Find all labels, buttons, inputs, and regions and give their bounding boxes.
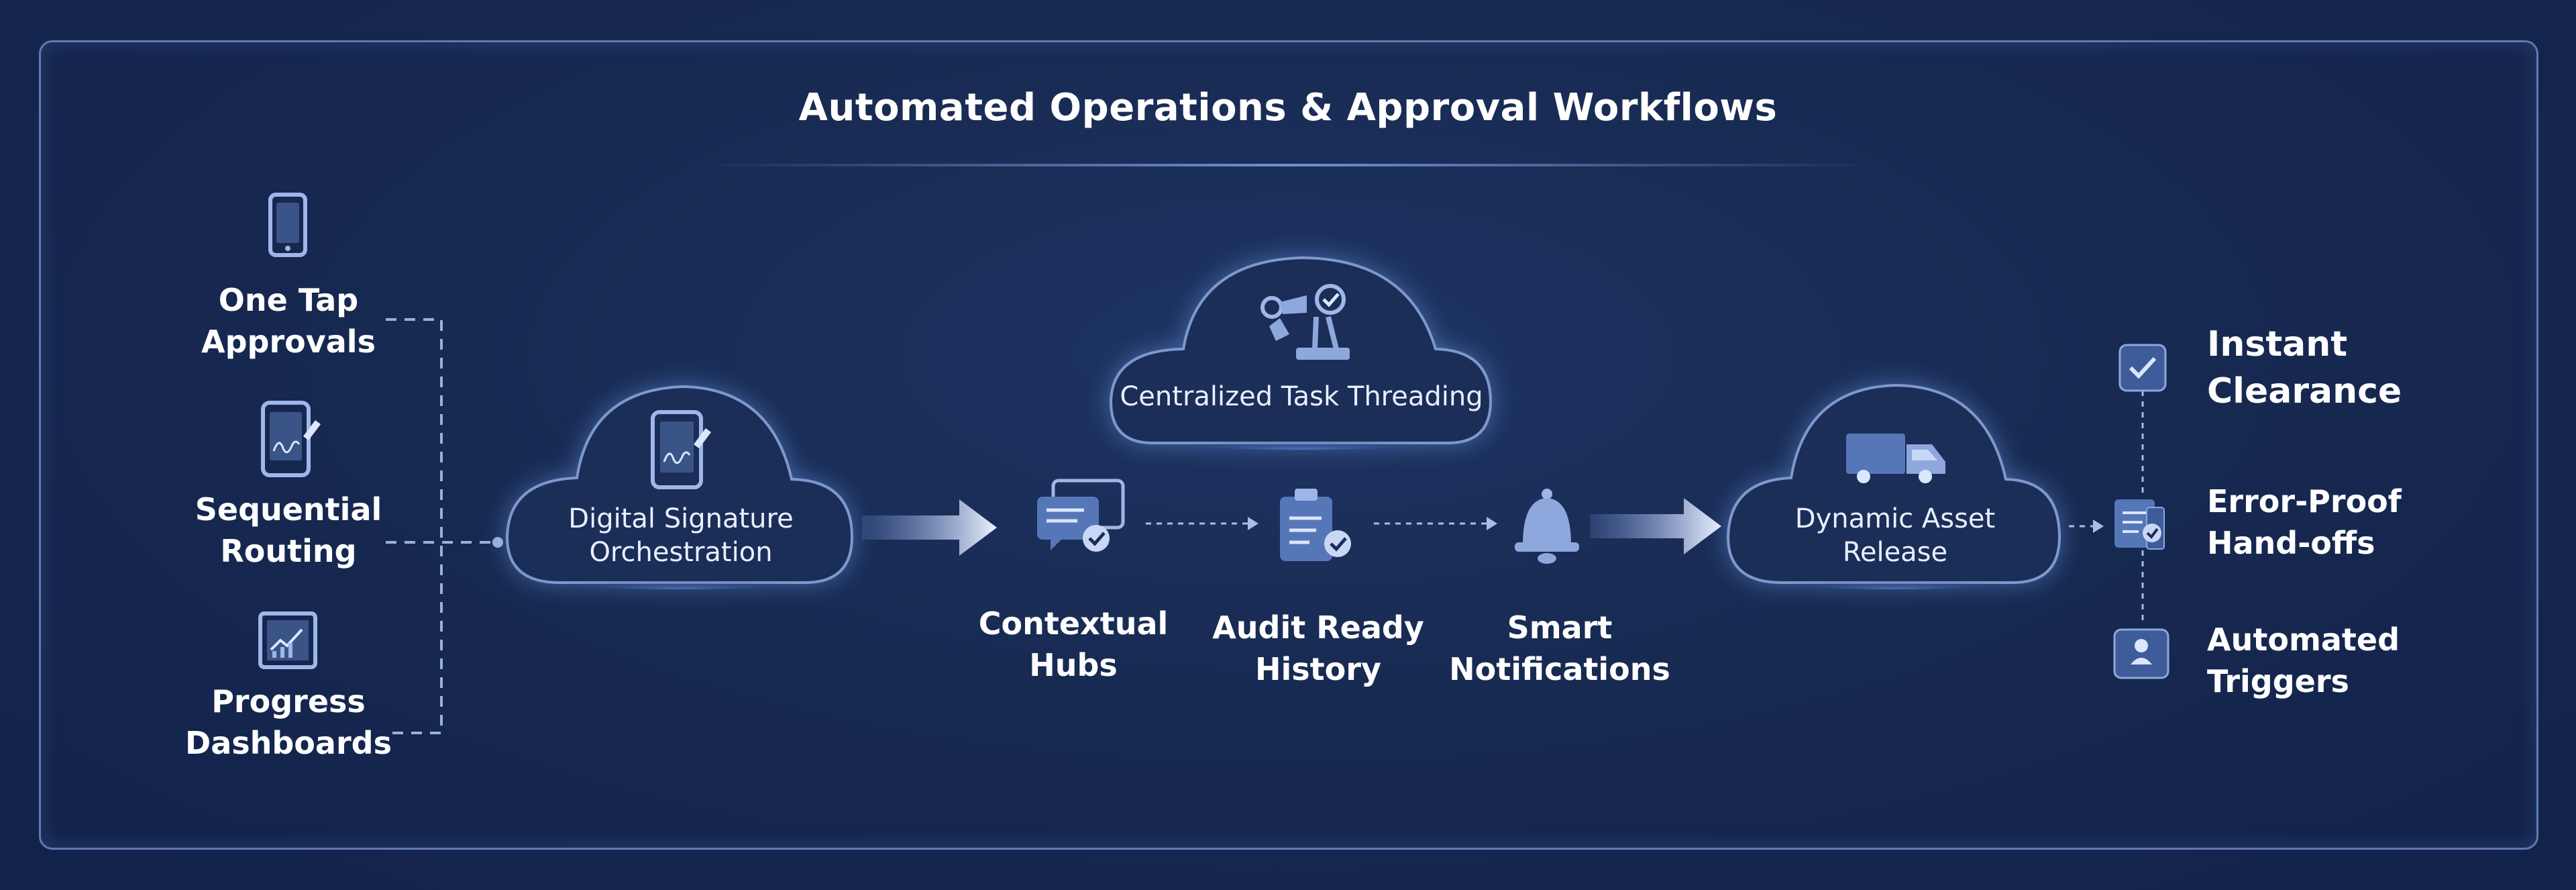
checkbox-icon — [2118, 344, 2167, 392]
asset-release-cloud-label: Dynamic Asset Release — [1744, 502, 2046, 569]
diagram-title: Automated Operations & Approval Workflow… — [798, 86, 1778, 130]
smart-notifications-label: Smart Notifications — [1442, 607, 1677, 690]
automated-triggers-line2: Triggers — [2207, 663, 2349, 699]
contextual-hubs-line2: Hubs — [1029, 647, 1118, 683]
right-connector — [2069, 391, 2144, 624]
digital-signature-cloud-label: Digital Signature Orchestration — [530, 502, 832, 569]
one-tap-approvals-line1: One Tap — [218, 282, 359, 318]
digital-signature-line2: Orchestration — [589, 537, 773, 568]
instant-clearance-line2: Clearance — [2207, 371, 2402, 411]
flow-arrow-1 — [862, 499, 997, 556]
sequential-routing-line1: Sequential — [195, 491, 382, 528]
document-check-icon — [2114, 499, 2165, 550]
left-bracket-connector — [386, 318, 503, 734]
asset-release-line1: Dynamic Asset — [1794, 503, 1996, 534]
task-threading-cloud-label: Centralized Task Threading — [1120, 381, 1483, 412]
progress-dashboards-line1: Progress — [211, 683, 366, 720]
user-badge-icon — [2113, 628, 2169, 679]
error-proof-handoffs-label: Error-Proof Hand-offs — [2207, 481, 2489, 564]
asset-release-line2: Release — [1842, 537, 1948, 568]
instant-clearance-label: Instant Clearance — [2207, 321, 2489, 415]
smart-notifications-line1: Smart — [1507, 609, 1613, 646]
sequential-routing-line2: Routing — [220, 533, 357, 569]
smart-notifications-line2: Notifications — [1449, 651, 1670, 687]
progress-dashboards-line2: Dashboards — [185, 725, 392, 761]
flow-arrow-2 — [1590, 498, 1721, 554]
title-divider — [698, 164, 1878, 166]
one-tap-approvals-line2: Approvals — [201, 324, 376, 360]
delivery-truck-icon — [1846, 434, 1945, 483]
audit-ready-history-line2: History — [1255, 651, 1381, 687]
automated-triggers-label: Automated Triggers — [2207, 619, 2489, 702]
contextual-hubs-label: Contextual Hubs — [966, 603, 1181, 686]
error-proof-handoffs-line1: Error-Proof — [2207, 483, 2402, 520]
dotted-connector-1 — [1146, 517, 1258, 530]
smartphone-icon — [268, 193, 307, 257]
diagram-frame — [39, 40, 2538, 850]
automated-triggers-line1: Automated — [2207, 622, 2400, 658]
digital-signature-cloud — [505, 385, 854, 589]
dashboard-chart-icon — [258, 611, 317, 669]
one-tap-approvals-label: One Tap Approvals — [174, 279, 402, 362]
digital-signature-line1: Digital Signature — [568, 503, 794, 534]
robot-arm-icon — [1260, 284, 1350, 360]
dotted-connector-2 — [1374, 517, 1497, 530]
audit-ready-history-label: Audit Ready History — [1208, 607, 1429, 690]
asset-release-cloud — [1726, 383, 2061, 589]
progress-dashboards-label: Progress Dashboards — [174, 681, 402, 764]
error-proof-handoffs-line2: Hand-offs — [2207, 525, 2375, 561]
sequential-routing-label: Sequential Routing — [174, 489, 402, 572]
audit-ready-history-line1: Audit Ready — [1212, 609, 1424, 646]
bell-icon — [1515, 489, 1579, 564]
instant-clearance-line1: Instant — [2207, 324, 2348, 364]
signature-tablet-icon — [261, 401, 321, 477]
clipboard-check-icon — [1280, 489, 1351, 561]
digital-signature-icon — [651, 410, 711, 489]
contextual-hubs-line1: Contextual — [978, 605, 1169, 642]
chat-check-icon — [1037, 479, 1125, 552]
